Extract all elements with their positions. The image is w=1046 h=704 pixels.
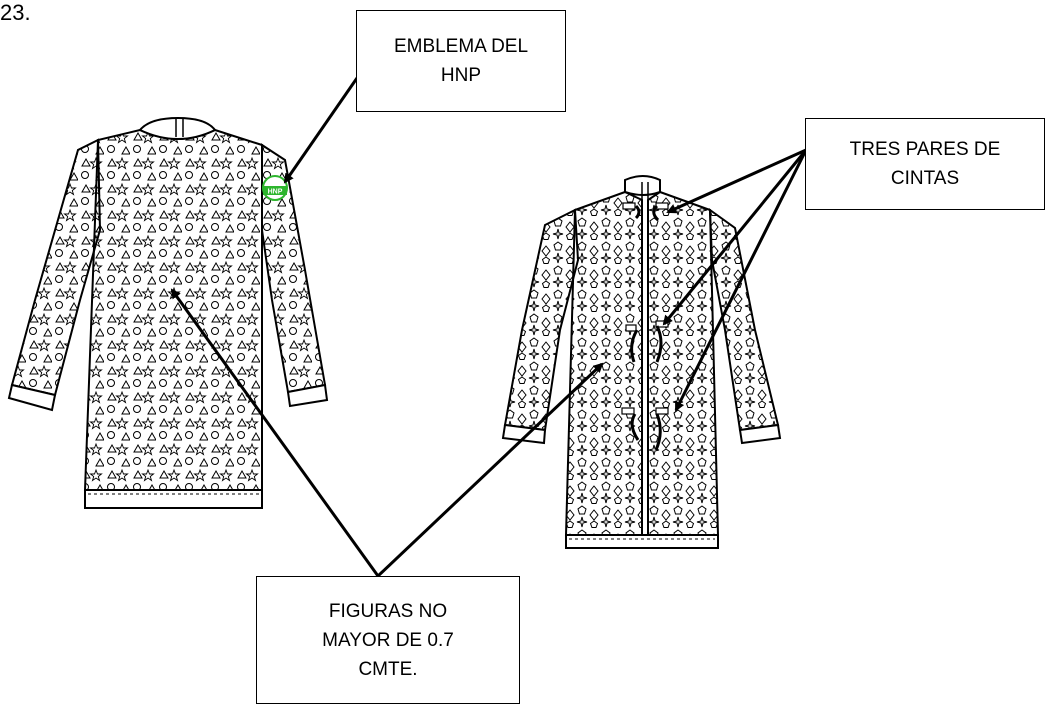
item-number: 23.	[0, 0, 31, 25]
callout-figures: FIGURAS NO MAYOR DE 0.7 CMTE.	[256, 576, 520, 704]
gown-left-sleeve	[10, 138, 102, 397]
coat-right-panel	[647, 190, 720, 536]
arrow-tapes-top	[666, 148, 807, 214]
callout-emblem: EMBLEMA DEL HNP	[356, 10, 566, 112]
arrow-emblem	[283, 77, 359, 184]
arrow-figures-coat	[376, 362, 604, 578]
tape-pair-top	[622, 202, 669, 222]
callout-tapes: TRES PARES DE CINTAS	[805, 118, 1045, 210]
callout-emblem-text: EMBLEMA DEL HNP	[393, 36, 529, 86]
tape-pair-middle	[625, 320, 669, 363]
hnp-emblem: HNP	[262, 175, 288, 201]
callout-tapes-text: TRES PARES DE CINTAS	[849, 139, 1001, 189]
gown-left-cuff	[7, 383, 57, 412]
front-view-gown	[7, 116, 329, 509]
emblem-logo-text: HNP	[268, 189, 283, 196]
tape-pair-bottom	[621, 407, 669, 451]
emblem-banner	[263, 186, 287, 195]
coat-hem-band	[565, 534, 719, 549]
gown-body	[83, 128, 263, 491]
arrow-tapes-middle	[662, 149, 808, 326]
gown-collar	[138, 116, 217, 140]
coat-left-panel	[564, 190, 643, 536]
gown-hem-band	[84, 489, 263, 509]
coat-right-cuff	[738, 423, 782, 445]
arrow-tapes-bottom	[674, 149, 808, 412]
gown-right-cuff	[286, 383, 329, 408]
arrow-figures-gown	[170, 288, 380, 577]
callout-figures-text: FIGURAS NO MAYOR DE 0.7 CMTE.	[322, 600, 454, 680]
